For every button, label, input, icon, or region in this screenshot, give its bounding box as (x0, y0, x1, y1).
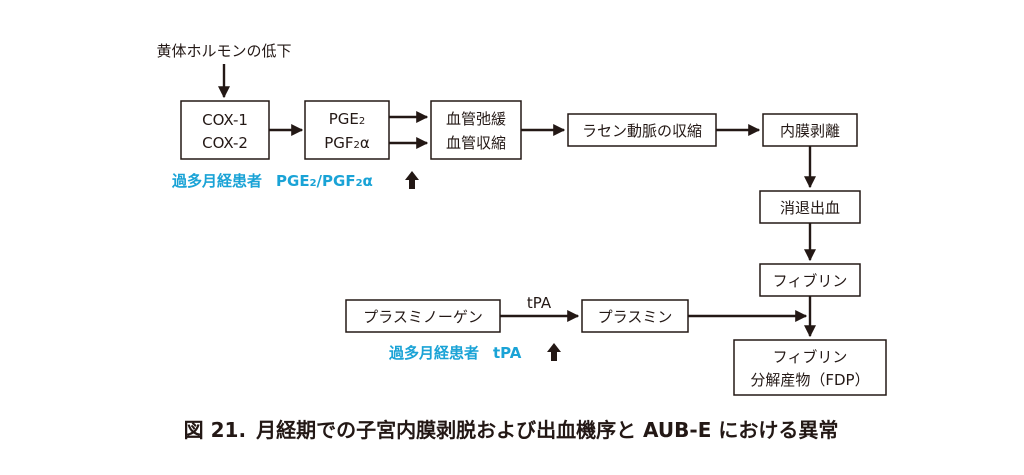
fdp-line1-label: フィブリン (773, 348, 848, 366)
spiral-artery-label: ラセン動脈の収縮 (582, 122, 702, 140)
up-arrow-icon-tpa (547, 343, 561, 361)
up-arrow-icon-pg (405, 171, 419, 189)
plasmin-box (581, 299, 689, 333)
vasoconstriction-label: 血管収縮 (446, 134, 506, 152)
fibrin-label: フィブリン (773, 272, 848, 290)
endometrial-shedding-label: 内膜剥離 (780, 122, 840, 140)
pgf2a-label: PGF2α (324, 134, 370, 152)
pge2-label: PGE2 (329, 110, 366, 128)
spiral-artery-box (567, 113, 717, 147)
progesterone-decline-label: 黄体ホルモンの低下 (156, 42, 291, 60)
fibrin-box (759, 263, 861, 297)
cox2-label: COX-2 (202, 134, 248, 152)
withdrawal-bleeding-label: 消退出血 (780, 199, 840, 217)
figure-caption: 図 21.月経期での子宮内膜剥脱および出血機序と AUB-E における異常 (184, 418, 839, 442)
fdp-box (733, 339, 887, 396)
prostaglandin-box (304, 100, 390, 160)
fdp-line2-label: 分解産物（FDP） (750, 371, 869, 389)
vasodilation-label: 血管弛緩 (446, 110, 506, 128)
tpa-edge-label: tPA (527, 294, 552, 312)
plasminogen-box (345, 299, 501, 333)
cox1-label: COX-1 (202, 111, 248, 129)
plasminogen-label: プラスミノーゲン (363, 308, 483, 326)
plasmin-label: プラスミン (598, 308, 673, 326)
